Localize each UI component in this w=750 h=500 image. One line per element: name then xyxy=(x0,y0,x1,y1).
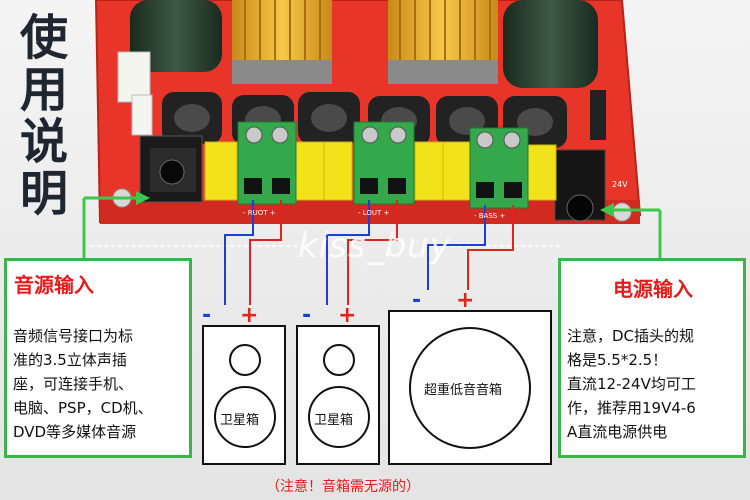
audio-input-line-4: 电脑、PSP，CD机、 xyxy=(13,399,153,417)
power-input-line-5: A直流电源供电 xyxy=(567,423,668,441)
sign-center-plus: + xyxy=(338,303,357,328)
speaker-middle-drivers xyxy=(308,344,370,448)
capacitor-right xyxy=(503,0,598,88)
subwoofer-speaker: 超重低音音箱 xyxy=(388,310,552,465)
callout-arrow-audio xyxy=(136,191,150,205)
wire-center-negative xyxy=(326,200,370,305)
resistor xyxy=(590,90,606,140)
wire-left-negative xyxy=(224,200,254,305)
subwoofer-driver xyxy=(409,327,531,449)
audio-input-title: 音源输入 xyxy=(14,273,94,297)
sign-bass-plus: + xyxy=(456,288,475,313)
title-char-3: 说 xyxy=(19,114,68,170)
callout-arrow-power xyxy=(600,203,614,217)
wire-bass-negative xyxy=(427,205,486,290)
watermark-text: kiss_buy xyxy=(298,226,451,266)
wire-left-positive xyxy=(249,200,282,305)
satellite-speaker-left: 卫星箱 xyxy=(202,325,286,465)
title-char-4: 明 xyxy=(19,166,68,222)
sign-center-minus: - xyxy=(302,303,312,328)
audio-input-box: 音源输入 音频信号接口为标 准的3.5立体声插 座，可连接手机、 电脑、PSP，… xyxy=(4,258,192,458)
pcb-label-ruot: - RUOT + xyxy=(243,209,276,217)
speaker-left-label: 卫星箱 xyxy=(220,413,260,428)
wire-bass-positive xyxy=(467,205,514,290)
speaker-left-drivers xyxy=(214,344,276,448)
sign-bass-minus: - xyxy=(412,288,422,313)
audio-input-line-2: 准的3.5立体声插 xyxy=(13,351,127,369)
power-input-box: 电源输入 注意，DC插头的规 格是5.5*2.5！ 直流12-24V均可工 作，… xyxy=(558,258,746,458)
power-input-title: 电源输入 xyxy=(613,277,693,301)
wire-center-positive xyxy=(347,200,398,305)
mount-hole-right xyxy=(612,202,632,222)
passive-speaker-note: （注意！音箱需无源的） xyxy=(266,479,420,495)
pcb-label-lout: - LOUT + xyxy=(358,209,390,217)
power-input-line-3: 直流12-24V均可工 xyxy=(567,375,696,393)
sign-left-minus: - xyxy=(202,303,212,328)
power-input-line-1: 注意，DC插头的规 xyxy=(567,327,695,345)
audio-input-line-3: 座，可连接手机、 xyxy=(13,375,134,393)
power-input-line-4: 作，推荐用19V4-6 xyxy=(567,399,696,417)
sign-left-plus: + xyxy=(240,303,259,328)
satellite-speaker-middle: 卫星箱 xyxy=(296,325,380,465)
power-input-line-2: 格是5.5*2.5！ xyxy=(567,351,668,369)
terminal-right xyxy=(469,127,529,209)
pcb-label-bass: - BASS + xyxy=(474,212,506,220)
subwoofer-label: 超重低音音箱 xyxy=(424,383,503,398)
terminal-center xyxy=(353,121,415,205)
audio-input-line-1: 音频信号接口为标 xyxy=(13,327,134,345)
audio-input-line-5: DVD等多媒体音源 xyxy=(13,423,137,441)
title-char-1: 使 xyxy=(19,10,68,66)
speaker-middle-label: 卫星箱 xyxy=(314,413,354,428)
pcb-label-voltage: 24V xyxy=(612,180,628,189)
capacitor-left xyxy=(130,0,222,72)
title-char-2: 用 xyxy=(19,62,68,118)
terminal-left xyxy=(237,121,297,205)
